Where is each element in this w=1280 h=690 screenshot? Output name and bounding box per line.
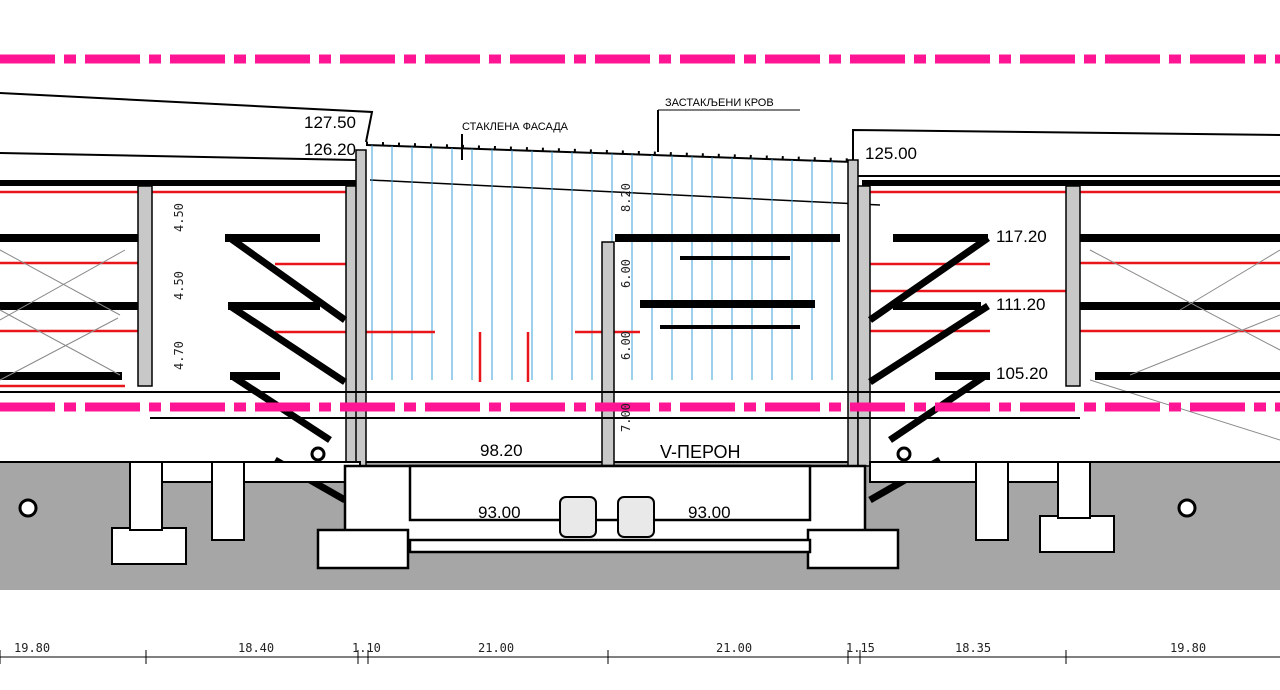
vdim-mid-a: 6.00 xyxy=(619,259,633,288)
right-stairs xyxy=(868,235,990,504)
right-escalator xyxy=(1089,249,1280,441)
level-track-right: 93.00 xyxy=(688,503,731,522)
dimension-label: 1.10 xyxy=(352,641,381,655)
track-box xyxy=(316,464,900,570)
level-floor-2: 111.20 xyxy=(996,295,1045,314)
level-track-left: 93.00 xyxy=(478,503,521,522)
vdim-left-mid: 4.50 xyxy=(172,271,186,300)
level-floor-1: 105.20 xyxy=(996,364,1048,383)
level-roof-left: 126.20 xyxy=(304,140,356,159)
concourse xyxy=(0,391,1280,483)
dimension-label: 19.80 xyxy=(14,641,50,655)
pile-markers xyxy=(18,446,1197,518)
level-floor-3: 117.20 xyxy=(996,227,1047,246)
floor-slabs xyxy=(0,180,1280,380)
glazed-roof-label: ЗАСТАКЉЕНИ КРОВ xyxy=(665,97,774,109)
right-roof-lines xyxy=(850,128,1280,177)
dimension-label: 18.40 xyxy=(238,641,274,655)
glazed-roof-line xyxy=(365,141,854,162)
glazed-roof-edge xyxy=(365,144,854,163)
vdim-left-top: 4.50 xyxy=(172,203,186,232)
left-escalator xyxy=(0,249,126,381)
vdim-mid-b: 6.00 xyxy=(619,331,633,360)
level-roof-right: 125.00 xyxy=(865,144,917,163)
dimension-label: 21.00 xyxy=(716,641,752,655)
level-concourse: 98.20 xyxy=(480,441,523,460)
dimension-label: 21.00 xyxy=(478,641,514,655)
left-roof-lines xyxy=(0,92,374,161)
vdim-mid-c: 7.00 xyxy=(619,403,633,432)
platform-label: V-ПЕРОН xyxy=(660,442,741,462)
foundations xyxy=(111,461,1115,565)
left-stairs xyxy=(227,235,348,504)
dimension-label: 18.35 xyxy=(955,641,991,655)
level-roof-left-top: 127.50 xyxy=(304,113,356,132)
vdim-left-low: 4.70 xyxy=(172,341,186,370)
dimension-label: 1.15 xyxy=(846,641,875,655)
dimension-label: 19.80 xyxy=(1170,641,1206,655)
roof-diagonal xyxy=(369,179,881,206)
structure-red-lines xyxy=(0,190,1280,388)
vdim-mid-top: 8.20 xyxy=(619,183,633,212)
horizontal-dimensions: 19.80 18.40 1.10 21.00 21.00 1.15 18.35 19.80 xyxy=(0,641,1206,664)
glass-facade-label: СТАКЛЕНА ФАСАДА xyxy=(462,121,569,133)
trains xyxy=(559,496,655,538)
